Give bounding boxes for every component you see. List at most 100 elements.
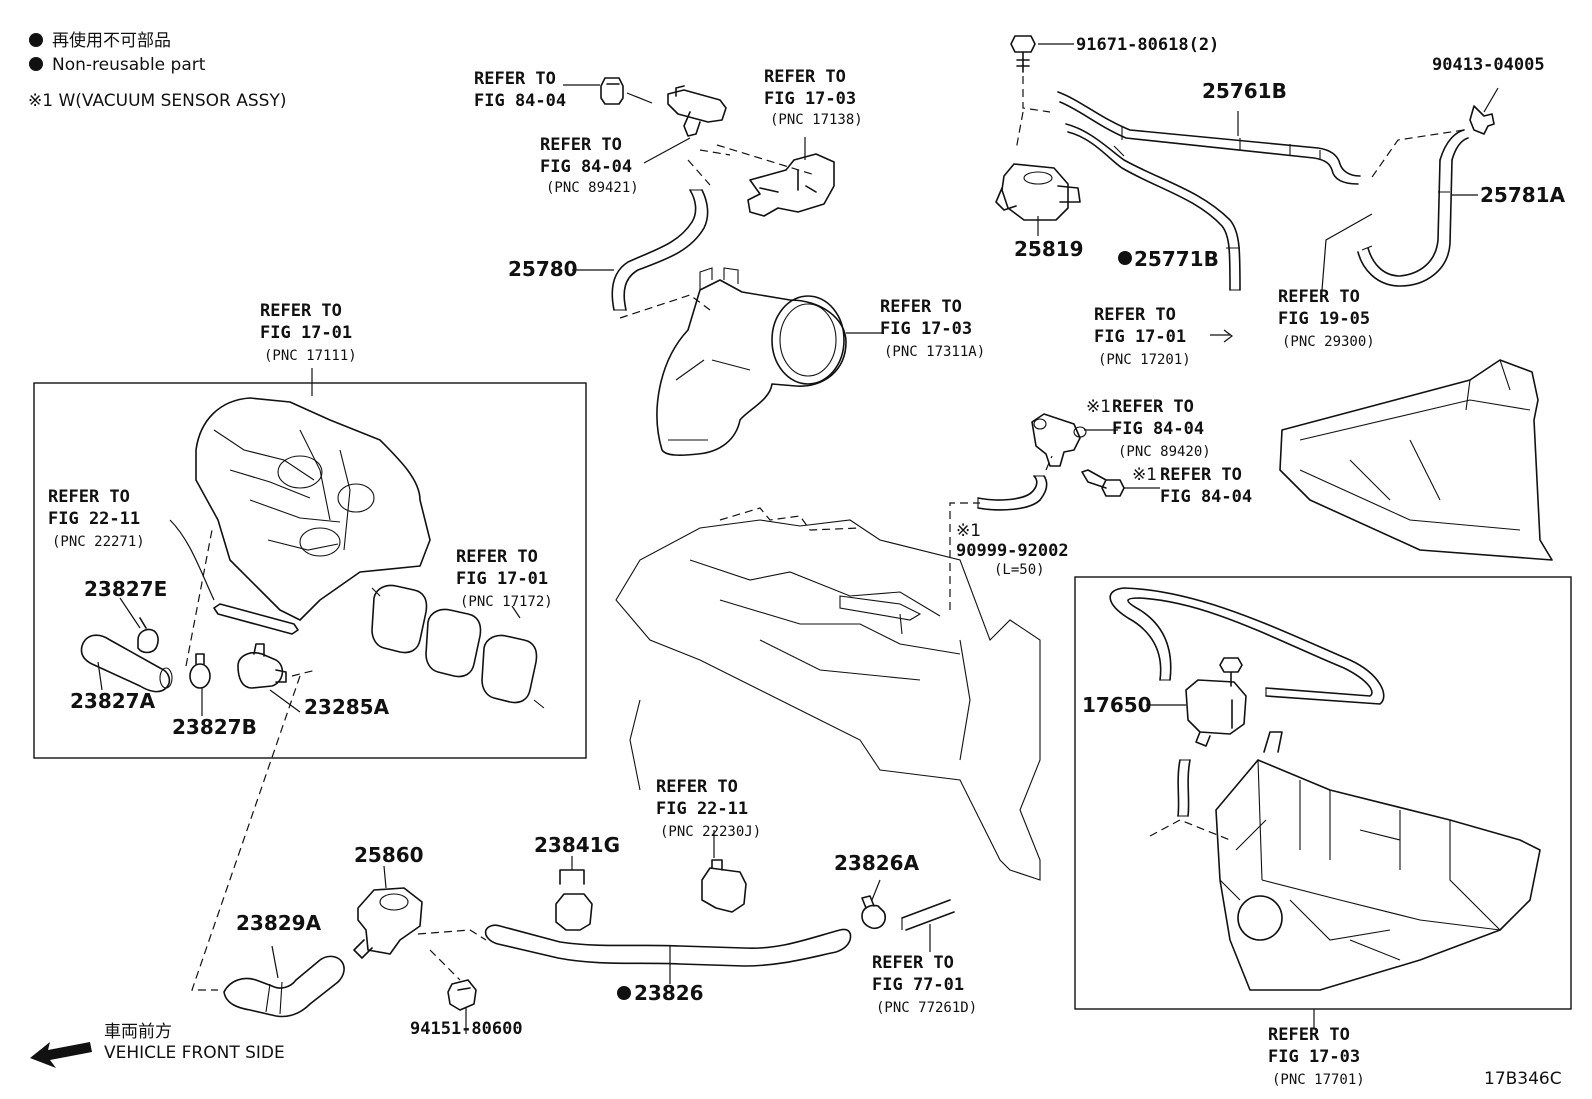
hose-23827A <box>80 634 173 693</box>
ref-label: FIG 17-01 <box>1094 327 1186 347</box>
air-cleaner-case-part <box>1149 731 1541 991</box>
bullet-icon <box>617 986 631 1000</box>
bullet-icon <box>1118 251 1132 265</box>
part-label: (L=50) <box>994 562 1045 578</box>
legend-bullet-en: Non-reusable part <box>52 55 206 75</box>
hose-23826 <box>484 924 852 984</box>
ref-label: REFER TO <box>1094 305 1176 325</box>
ref-label: FIG 77-01 <box>872 975 964 995</box>
bracket-part <box>747 153 835 217</box>
hose-17701 <box>1109 587 1385 817</box>
clamp-23826A <box>861 879 887 930</box>
part-label: 25780 <box>508 257 578 281</box>
part-label: 17650 <box>1082 693 1152 717</box>
dashed-leader <box>417 929 487 981</box>
front-label-jp: 車両前方 <box>104 1022 172 1042</box>
part-label: 90999-92002 <box>956 541 1069 561</box>
ref-label: REFER TO <box>1160 465 1242 485</box>
intake-manifold-part <box>195 368 431 621</box>
ref-label: REFER TO <box>880 297 962 317</box>
intake-duct-part <box>656 267 884 456</box>
ref-label: REFER TO <box>48 487 130 507</box>
clip-23841G <box>555 856 593 931</box>
bolt-84-04 <box>1081 469 1160 497</box>
legend: 再使用不可部品 Non-reusable part ※1 W(VACUUM SE… <box>28 30 286 111</box>
ref-label: (PNC 89420) <box>1118 444 1211 460</box>
ref-label: REFER TO <box>764 67 846 87</box>
vacuum-sensor-89420 <box>1031 413 1118 467</box>
part-label: 94151-80600 <box>410 1019 523 1039</box>
part-label: 25819 <box>1014 237 1084 261</box>
ref-label: FIG 84-04 <box>1160 487 1252 507</box>
part-label: 25860 <box>354 843 424 867</box>
ref-label: REFER TO <box>656 777 738 797</box>
legend-bullet-jp: 再使用不可部品 <box>52 30 171 51</box>
ref-label: (PNC 17311A) <box>884 344 985 360</box>
manifold-gasket-17172 <box>371 584 545 709</box>
ref-label: REFER TO <box>260 301 342 321</box>
part-label: 23841G <box>534 833 620 857</box>
ref-label: (PNC 77261D) <box>876 1000 977 1016</box>
ref-mark: ※1 <box>1086 397 1111 417</box>
ref-label: (PNC 29300) <box>1282 334 1375 350</box>
part-label: 23827A <box>70 689 156 713</box>
ref-label: FIG 17-01 <box>260 323 352 343</box>
ref-label: (PNC 17138) <box>770 112 863 128</box>
ref-label: REFER TO <box>1278 287 1360 307</box>
part-label: 90413-04005 <box>1432 55 1545 75</box>
part-label: 25761B <box>1202 79 1287 103</box>
air-cleaner-cap-part <box>1279 359 1553 561</box>
ref-label: REFER TO <box>1112 397 1194 417</box>
ref-label: REFER TO <box>456 547 538 567</box>
hose-25781A <box>1321 87 1499 291</box>
ref-label: (PNC 22271) <box>52 534 145 550</box>
part-label: 25771B <box>1134 247 1219 271</box>
ref-label: (PNC 17111) <box>264 348 357 364</box>
part-label: 91671-80618(2) <box>1076 35 1219 55</box>
clamp-23827E <box>119 529 213 667</box>
ref-label: (PNC 17172) <box>460 594 553 610</box>
ref-label: FIG 22-11 <box>48 509 140 529</box>
clip-22230J <box>701 830 747 913</box>
gasket-part <box>169 519 299 635</box>
ref-label: FIG 22-11 <box>656 799 748 819</box>
valve-23285A <box>237 643 317 713</box>
legend-note: ※1 W(VACUUM SENSOR ASSY) <box>28 91 286 111</box>
ref-label: FIG 84-04 <box>1112 419 1204 439</box>
engine-outline <box>615 502 1041 881</box>
bullet-icon <box>29 33 43 47</box>
ref-label: FIG 17-03 <box>1268 1047 1360 1067</box>
part-labels: 91671-80618(2) 90413-04005 25761B 25781A… <box>70 35 1566 1089</box>
part-label: 25781A <box>1480 183 1566 207</box>
hose-25780 <box>572 189 711 319</box>
vsv-25819 <box>995 163 1081 236</box>
dashed-leader <box>191 675 301 991</box>
ref-label: (PNC 17701) <box>1272 1072 1365 1088</box>
arrow-left-icon <box>30 1042 92 1068</box>
part-label: 23285A <box>304 695 390 719</box>
ref-label: FIG 84-04 <box>474 91 566 111</box>
hose-25761B <box>1057 91 1361 343</box>
air-cleaner-box <box>1074 576 1572 1010</box>
bolt-91671 <box>1010 35 1074 151</box>
valve-25860 <box>353 865 423 959</box>
vacuum-sensor-part <box>667 85 727 137</box>
ref-label: FIG 84-04 <box>540 157 632 177</box>
ref-label: FIG 17-03 <box>764 89 856 109</box>
part-label: ※1 <box>956 521 981 541</box>
pipe-77261D <box>901 899 955 952</box>
ref-label: REFER TO <box>474 69 556 89</box>
hose-90999 <box>977 455 1053 511</box>
vehicle-front-arrow: 車両前方 VEHICLE FRONT SIDE <box>30 1022 285 1068</box>
part-label: 23826 <box>634 981 704 1005</box>
ref-label: REFER TO <box>1268 1025 1350 1045</box>
clamp-23827B <box>189 653 211 716</box>
part-label: 23827E <box>84 577 167 601</box>
ref-mark: ※1 <box>1132 465 1157 485</box>
grommet-part <box>600 77 624 105</box>
part-label: 23826A <box>834 851 920 875</box>
hose-23829A <box>223 945 345 1018</box>
ref-label: (PNC 22230J) <box>660 824 761 840</box>
part-label: 23827B <box>172 715 257 739</box>
